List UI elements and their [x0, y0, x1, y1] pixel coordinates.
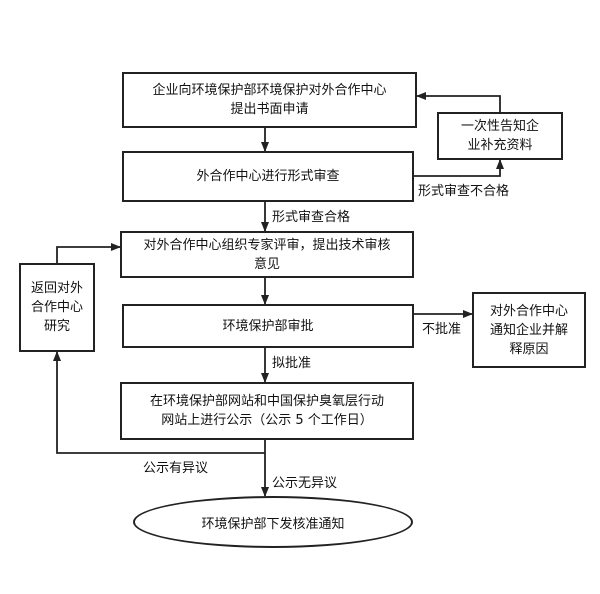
- node-text-line: 研究: [43, 319, 70, 334]
- node-text-line: 业补充资料: [467, 138, 533, 153]
- node-text-line: 网站上进行公示（公示 5 个工作日）: [161, 413, 373, 428]
- node-supplement-info: 一次性告知企 业补充资料: [437, 112, 563, 160]
- node-text-line: 释原因: [509, 341, 549, 357]
- node-reject-notice: 对外合作中心 通知企业并解 释原因: [472, 292, 586, 368]
- node-text-line: 返回对外: [30, 281, 83, 296]
- label-approve: 拟批准: [272, 356, 312, 371]
- arrow-supplement-to-apply: [416, 92, 501, 112]
- node-expert-review-text: 对外合作中心组织专家评审，提出技术审核 意见: [143, 236, 390, 274]
- node-return-study: 返回对外 合作中心 研究: [19, 263, 95, 352]
- node-text-line: 意见: [253, 256, 280, 272]
- node-publicity-text: 在环境保护部网站和中国保护臭氧层行动 网站上进行公示（公示 5 个工作日）: [150, 392, 384, 430]
- node-expert-review: 对外合作中心组织专家评审，提出技术审核 意见: [120, 231, 414, 278]
- node-ministry-approval: 环境保护部审批: [122, 304, 414, 348]
- node-text-line: 对外合作中心: [489, 303, 568, 319]
- label-form-fail: 形式审查不合格: [418, 184, 510, 199]
- arrow-study-to-expert: [56, 243, 121, 263]
- node-text-line: 一次性告知企: [460, 119, 539, 134]
- label-not-approved: 不批准: [422, 322, 462, 337]
- arrow-form-fail: [414, 159, 504, 177]
- node-text-line: 提出书面申请: [230, 102, 309, 117]
- node-approval-notice: 环境保护部下发核准通知: [133, 496, 413, 548]
- label-no-objection: 公示无异议: [272, 476, 338, 491]
- node-submit-application: 企业向环境保护部环境保护对外合作中心 提出书面申请: [122, 72, 417, 128]
- node-text-line: 外合作中心进行形式审查: [196, 169, 340, 184]
- node-submit-application-text: 企业向环境保护部环境保护对外合作中心 提出书面申请: [152, 81, 386, 119]
- node-text-line: 合作中心: [30, 300, 83, 315]
- node-text-line: 环境保护部审批: [222, 318, 314, 334]
- node-text-line: 通知企业并解: [489, 322, 568, 338]
- node-text-line: 对外合作中心组织专家评审，提出技术审核: [143, 237, 391, 253]
- arrow-objection: [53, 351, 265, 454]
- node-reject-notice-text: 对外合作中心 通知企业并解 释原因: [490, 302, 568, 359]
- node-return-study-text: 返回对外 合作中心 研究: [31, 279, 83, 336]
- node-publicity: 在环境保护部网站和中国保护臭氧层行动 网站上进行公示（公示 5 个工作日）: [120, 382, 414, 440]
- node-form-review: 外合作中心进行形式审查: [122, 151, 414, 202]
- node-text-line: 在环境保护部网站和中国保护臭氧层行动: [149, 394, 384, 409]
- node-supplement-info-text: 一次性告知企 业补充资料: [461, 117, 539, 155]
- node-text-line: 企业向环境保护部环境保护对外合作中心: [152, 83, 387, 98]
- node-text-line: 环境保护部下发核准通知: [201, 516, 345, 532]
- label-form-pass: 形式审查合格: [272, 210, 351, 225]
- label-objection: 公示有异议: [143, 461, 209, 476]
